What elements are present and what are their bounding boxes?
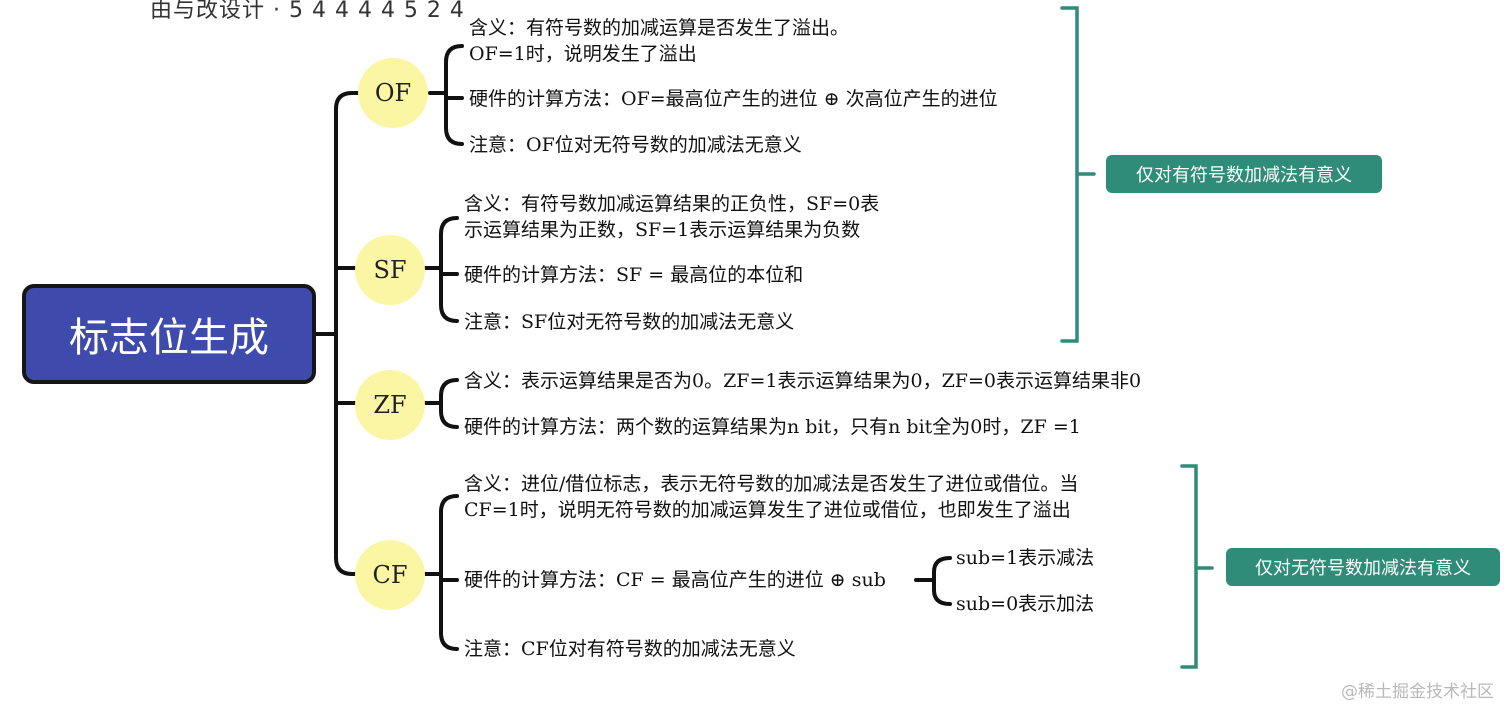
flag-node-cf: CF [355,540,425,610]
sub-0-text: sub=0表示加法 [956,593,1095,615]
of-meaning-text: 含义：有符号数的加减运算是否发生了溢出。 OF=1时，说明发生了溢出 [469,17,850,65]
bracket-signed [1060,6,1079,343]
badge-unsigned-only: 仅对无符号数加减法有意义 [1226,548,1500,586]
cf-meaning-text: 含义：进位/借位标志，表示无符号数的加减法是否发生了进位或借位。当 CF=1时，… [464,473,1079,521]
flag-node-sf: SF [355,235,425,305]
cf-hardware-text: 硬件的计算方法：CF = 最高位产生的进位 ⊕ sub [464,569,886,591]
sub-bracket [932,556,952,606]
cf-note-text: 注意：CF位对有符号数的加减法无意义 [464,638,796,660]
cropped-header-text: 由与改设计 · 5 4 4 4 4 5 2 4 [150,0,465,23]
cf-bracket [439,494,459,651]
sub-1-text: sub=1表示减法 [956,547,1095,569]
of-note-text: 注意：OF位对无符号数的加减法无意义 [469,134,802,156]
badge-signed-only: 仅对有符号数加减法有意义 [1106,155,1382,193]
bracket-unsigned [1180,464,1198,669]
sf-meaning-text: 含义：有符号数加减运算结果的正负性，SF=0表 示运算结果为正数，SF=1表示运… [464,193,880,241]
sf-bracket [439,216,459,323]
sf-hardware-text: 硬件的计算方法：SF = 最高位的本位和 [464,264,804,286]
zf-meaning-text: 含义：表示运算结果是否为0。ZF=1表示运算结果为0，ZF=0表示运算结果非0 [464,370,1142,392]
of-bracket [444,44,464,146]
sf-note-text: 注意：SF位对无符号数的加减法无意义 [464,311,795,333]
flag-node-zf: ZF [355,370,425,440]
watermark: @稀土掘金技术社区 [1341,682,1494,702]
flag-node-of: OF [358,58,428,128]
root-node: 标志位生成 [22,284,316,384]
zf-bracket [439,378,459,429]
of-hardware-text: 硬件的计算方法：OF=最高位产生的进位 ⊕ 次高位产生的进位 [469,88,998,110]
root-trunk [334,91,354,576]
zf-hardware-text: 硬件的计算方法：两个数的运算结果为n bit，只有n bit全为0时，ZF =1 [464,416,1081,438]
